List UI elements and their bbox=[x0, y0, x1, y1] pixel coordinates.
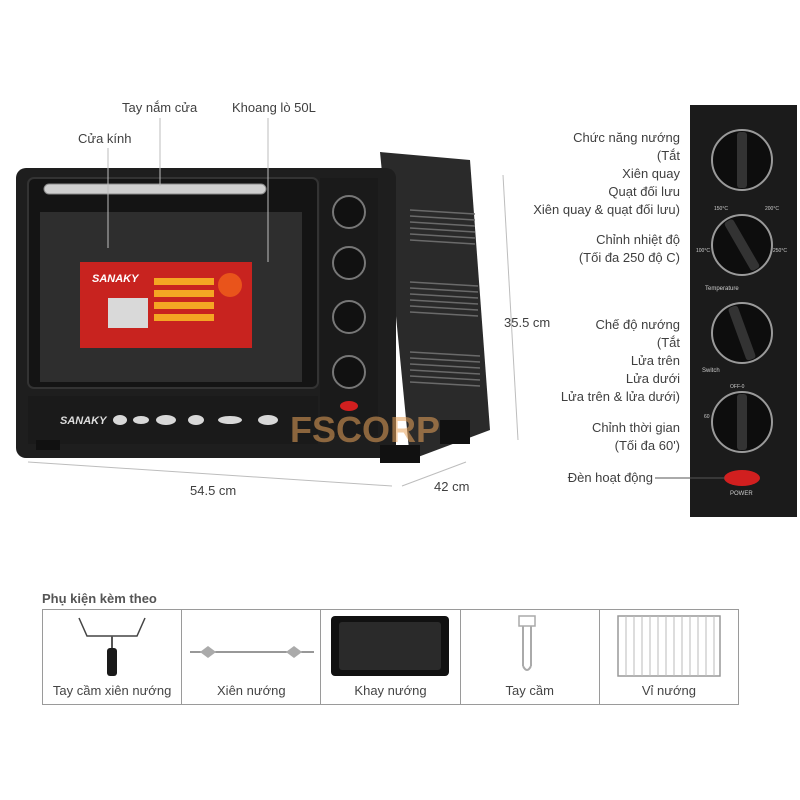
sticker-strip bbox=[154, 278, 214, 285]
callout-function-opt4: Xiên quay & quạt đối lưu) bbox=[533, 202, 680, 217]
accessories-table: Tay cầm xiên nướng Xiên nướng Khay nướng… bbox=[42, 609, 739, 705]
callout-door: Cửa kính bbox=[78, 131, 132, 146]
callout-mode-title: Chế độ nướng bbox=[595, 317, 680, 332]
baking-tray-icon bbox=[331, 616, 450, 676]
dimension-width: 54.5 cm bbox=[190, 483, 237, 498]
accessory-item: Vỉ nướng bbox=[600, 610, 738, 704]
watermark: FSCORP bbox=[290, 409, 440, 450]
sticker-strip bbox=[154, 314, 214, 321]
callout-mode-opt4: Lửa trên & lửa dưới) bbox=[560, 389, 680, 404]
sticker-food-image bbox=[218, 273, 242, 297]
panel-label-timer-off: OFF-0 bbox=[730, 384, 745, 390]
callout-function-opt1: (Tắt bbox=[656, 148, 680, 163]
oven-side-panel bbox=[380, 152, 490, 460]
front-power-lamp bbox=[340, 401, 358, 411]
panel-label-timer-max: 60 bbox=[704, 414, 710, 420]
sticker-brand: SANAKY bbox=[92, 273, 140, 285]
door-handle[interactable] bbox=[43, 183, 267, 195]
callout-mode-opt2: Lửa trên bbox=[630, 353, 680, 368]
accessory-label: Xiên nướng bbox=[217, 683, 286, 698]
rotisserie-spit-icon bbox=[190, 646, 315, 658]
wire-rack-icon bbox=[617, 615, 721, 677]
callout-mode-opt3: Lửa dưới bbox=[625, 371, 680, 386]
panel-label-temp-150: 150°C bbox=[714, 206, 728, 212]
oven-brand: SANAKY bbox=[60, 415, 108, 427]
accessory-label: Tay cầm xiên nướng bbox=[52, 683, 172, 698]
accessory-label: Vỉ nướng bbox=[641, 683, 696, 698]
dimension-height: 35.5 cm bbox=[504, 315, 551, 330]
callout-timer-note: (Tối đa 60') bbox=[614, 438, 680, 453]
callout-function-title: Chức năng nướng bbox=[573, 130, 680, 145]
food-icons bbox=[113, 415, 278, 425]
callout-function-opt3: Quạt đối lưu bbox=[608, 184, 680, 199]
callout-cavity: Khoang lò 50L bbox=[232, 100, 316, 115]
panel-label-power: POWER bbox=[730, 491, 753, 497]
callout-timer-title: Chỉnh thời gian bbox=[591, 420, 680, 435]
panel-label-temperature: Temperature bbox=[705, 286, 739, 292]
callout-function-opt2: Xiên quay bbox=[622, 166, 680, 181]
rotisserie-handle-icon bbox=[78, 617, 146, 676]
panel-knob-mode[interactable] bbox=[711, 302, 773, 364]
accessory-item: Xiên nướng bbox=[182, 610, 322, 704]
sticker-panel bbox=[108, 298, 148, 328]
callout-lamp: Đèn hoạt động bbox=[567, 470, 653, 485]
panel-label-temp-max: 250°C bbox=[773, 248, 787, 254]
sticker-strip bbox=[154, 290, 214, 297]
panel-label-temp-200: 200°C bbox=[765, 206, 779, 212]
panel-label-temp-min: 100°C bbox=[696, 248, 710, 254]
oven-foot bbox=[36, 440, 60, 450]
callout-temp-title: Chỉnh nhiệt độ bbox=[596, 232, 680, 247]
accessory-label: Khay nướng bbox=[354, 683, 427, 698]
callout-temp-note: (Tối đa 250 độ C) bbox=[578, 250, 680, 265]
callout-lines bbox=[27, 118, 519, 487]
front-knob-temperature[interactable] bbox=[332, 246, 366, 280]
side-vents bbox=[409, 209, 481, 387]
callout-mode-opt1: (Tắt bbox=[656, 335, 680, 350]
tray-handle-icon bbox=[517, 615, 536, 671]
accessory-item: Khay nướng bbox=[321, 610, 461, 704]
panel-label-switch: Switch bbox=[702, 368, 720, 374]
oven-foot bbox=[380, 445, 420, 463]
dimension-depth: 42 cm bbox=[434, 479, 470, 494]
accessories-title: Phụ kiện kèm theo bbox=[42, 591, 157, 606]
panel-knob-temperature[interactable] bbox=[711, 214, 773, 276]
front-knob-timer[interactable] bbox=[332, 355, 366, 389]
sticker-strip bbox=[154, 302, 214, 309]
panel-knob-timer[interactable] bbox=[711, 391, 773, 453]
panel-knob-function[interactable] bbox=[711, 129, 773, 191]
accessory-label: Tay cầm bbox=[505, 683, 554, 698]
callout-handle: Tay nắm cửa bbox=[122, 100, 198, 115]
oven-foot bbox=[440, 420, 470, 444]
accessory-item: Tay cầm bbox=[461, 610, 600, 704]
front-knob-mode[interactable] bbox=[332, 300, 366, 334]
oven-illustration: SANAKY SANAKY FSCORP bbox=[16, 105, 797, 517]
front-knob-function[interactable] bbox=[332, 195, 366, 229]
accessory-item: Tay cầm xiên nướng bbox=[43, 610, 183, 704]
panel-power-lamp bbox=[724, 470, 760, 486]
